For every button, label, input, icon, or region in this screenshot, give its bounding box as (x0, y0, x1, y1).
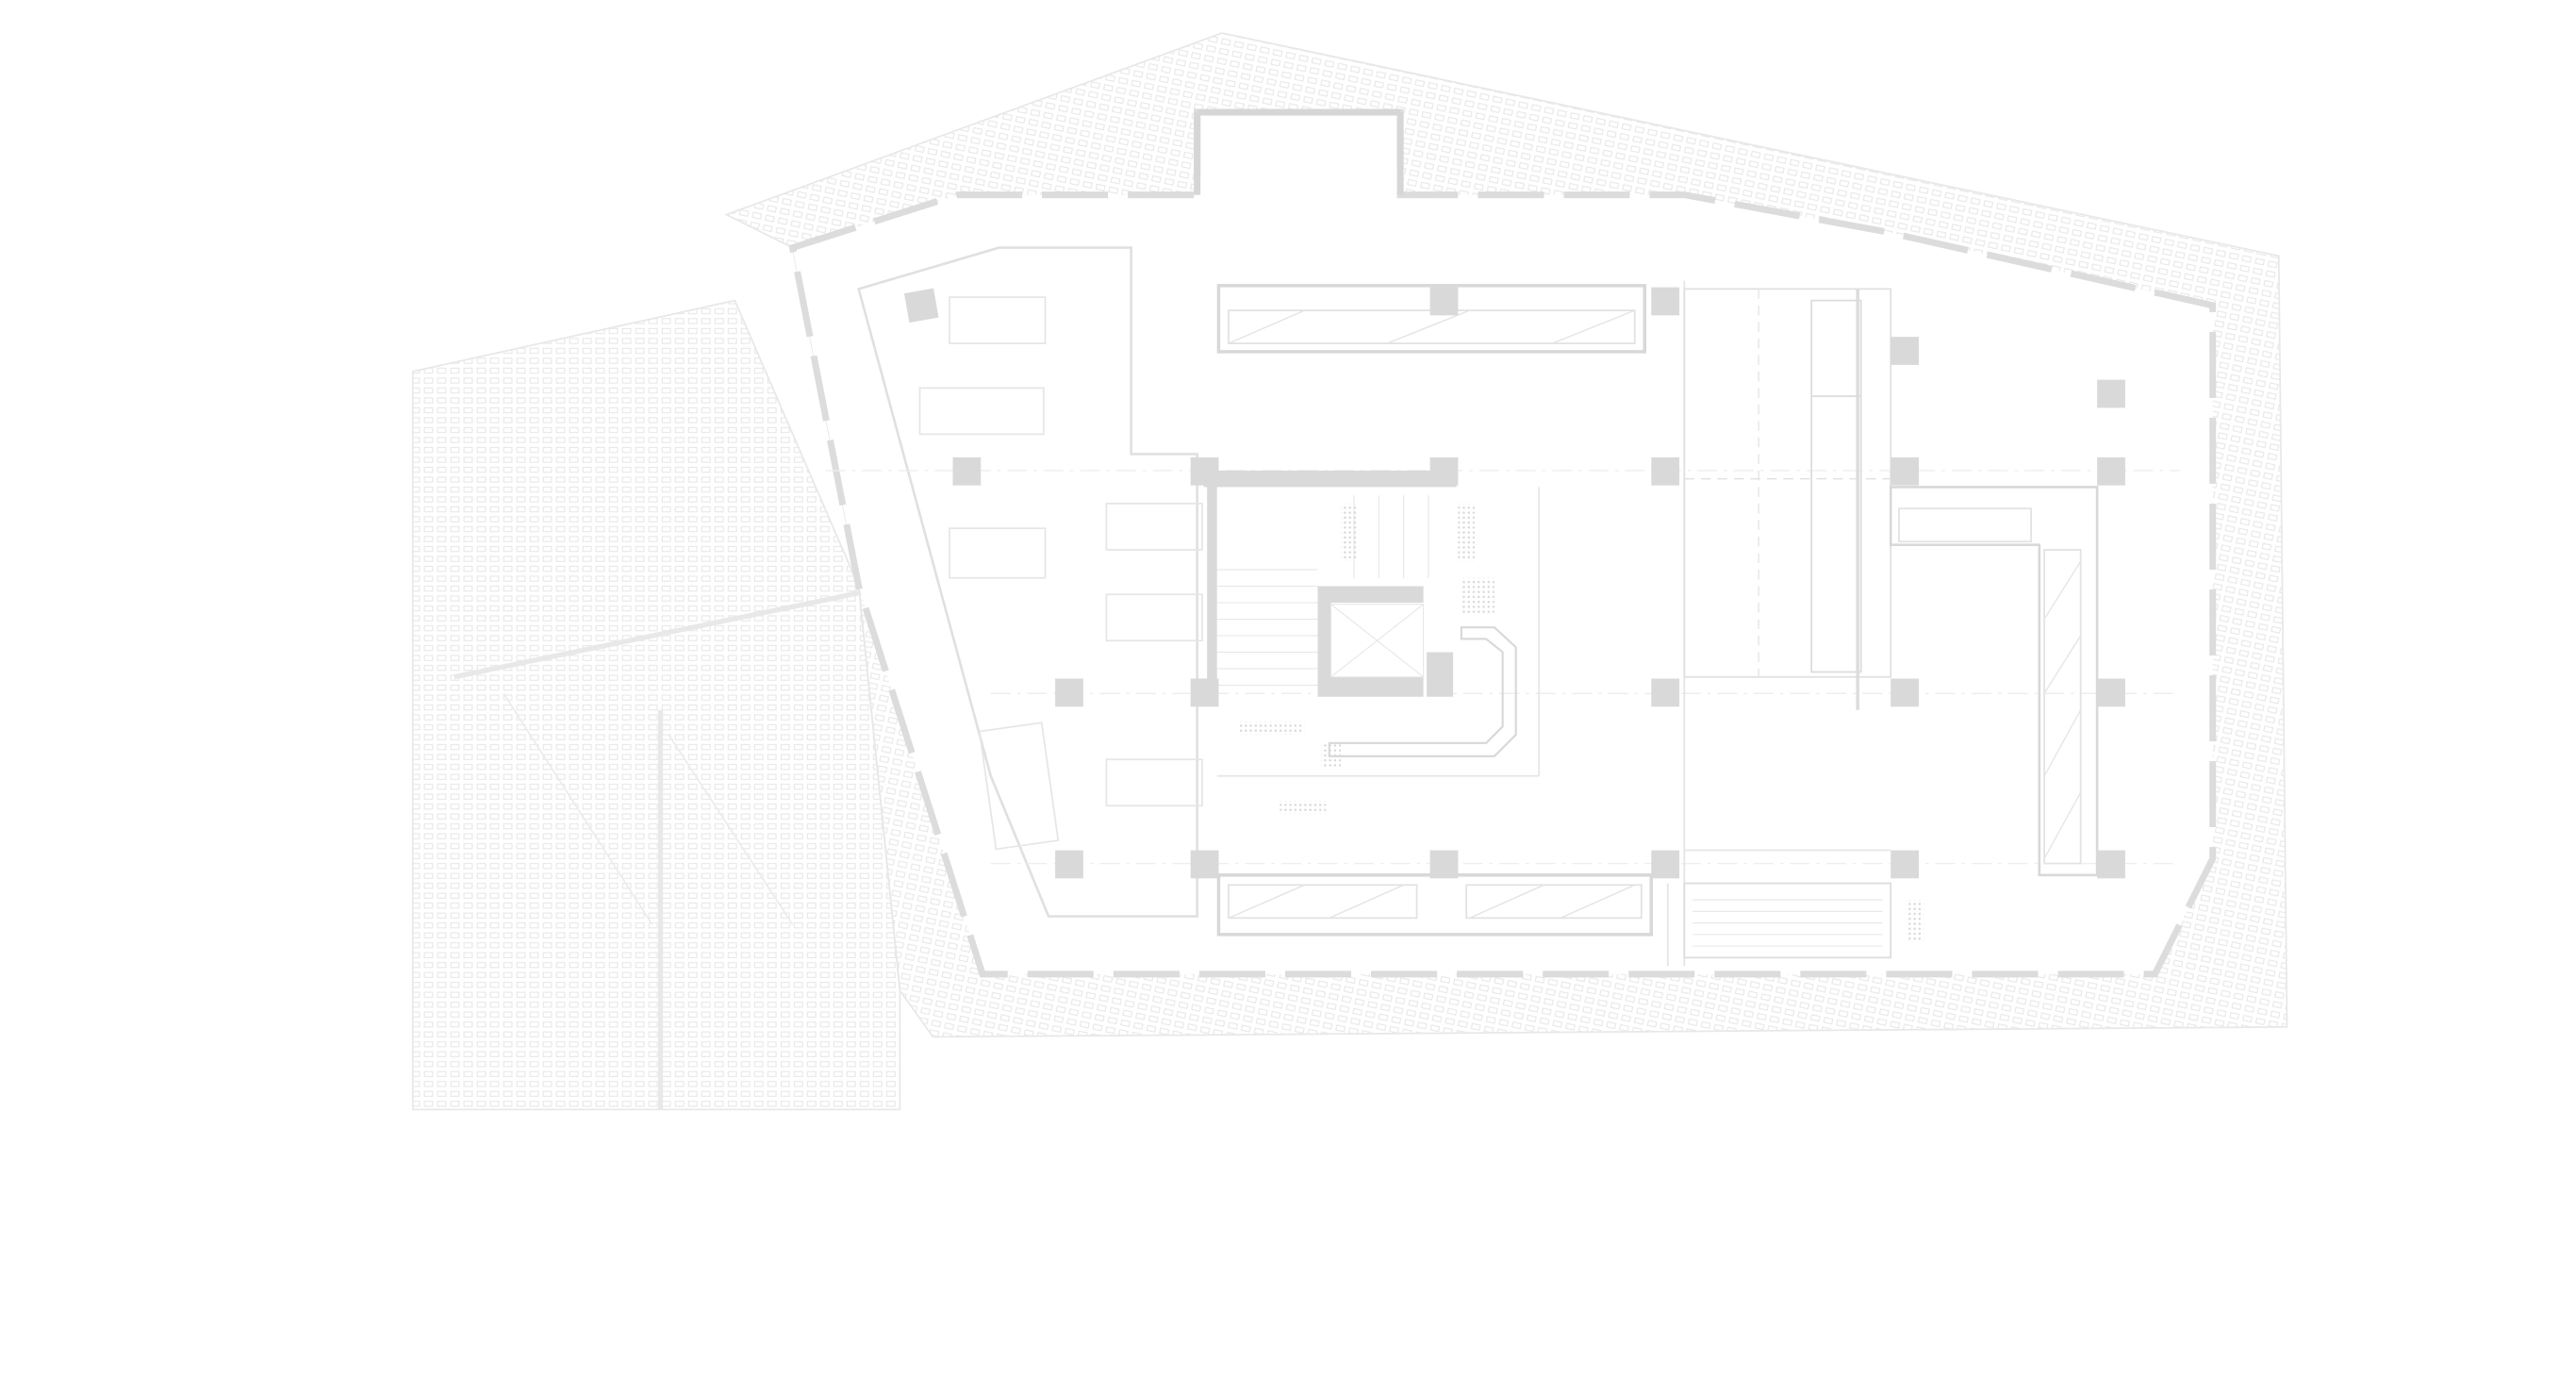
column (1055, 678, 1083, 707)
column (1429, 287, 1459, 316)
column (1190, 678, 1219, 707)
column (1429, 456, 1459, 486)
column (1055, 850, 1083, 879)
column (1651, 850, 1680, 879)
column (1891, 678, 1919, 707)
column (1651, 287, 1680, 316)
column (2097, 379, 2125, 408)
column (1891, 456, 1919, 486)
column (2097, 456, 2125, 486)
stair-elevator-core (1203, 470, 1541, 815)
column (1651, 456, 1680, 486)
window-strip-top (1216, 284, 1647, 354)
column (1651, 678, 1680, 707)
column (1891, 850, 1919, 879)
column (2097, 850, 2125, 879)
furniture (918, 296, 1203, 851)
column (903, 288, 939, 324)
column (1891, 337, 1919, 365)
shaft-and-cabinets (1683, 288, 2099, 959)
column (2097, 678, 2125, 707)
structural-columns (903, 287, 2125, 879)
column (952, 456, 982, 486)
column (1429, 850, 1459, 879)
column (1190, 456, 1219, 486)
column (1190, 850, 1219, 879)
